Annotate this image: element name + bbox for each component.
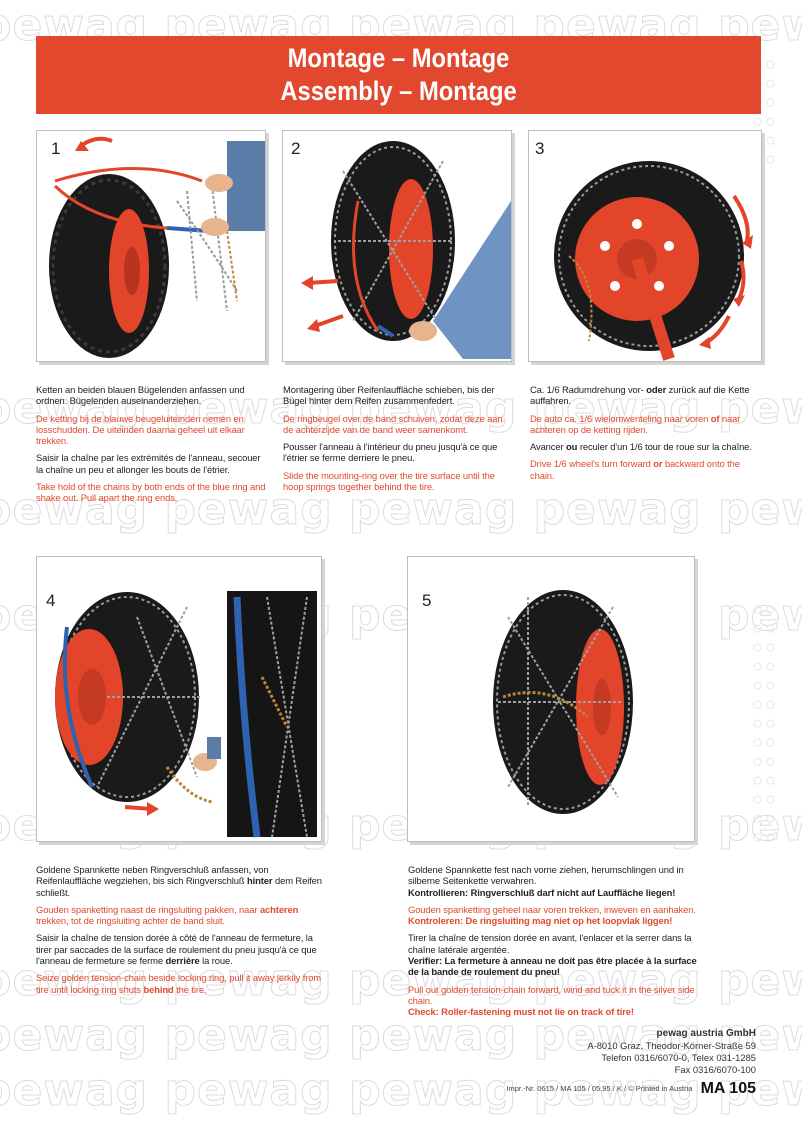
step-4-illustration — [55, 591, 317, 838]
step-3-number: 3 — [535, 139, 545, 158]
step-2-photo: 2 — [282, 130, 512, 362]
watermark-row: pewag pewag pewag pewag pewag — [0, 383, 802, 435]
step-2-text-de: Montagering über Reifenlauffläche schieb… — [283, 384, 495, 407]
step-3-text-nl: De auto ca. 1/6 wielomwenteling naar vor… — [530, 412, 741, 435]
company-street: A-8010 Graz, Theodor-Körner-Straße 59 — [587, 1040, 756, 1051]
step-5-text-fr: Tirer la chaîne de tension dorée en avan… — [408, 932, 697, 978]
step-2-illustration — [301, 141, 511, 359]
company-address: pewag austria GmbH A-8010 Graz, Theodor-… — [587, 1028, 756, 1076]
step-1-text-fr: Saisir la chaîne par les extrémités de l… — [36, 452, 261, 475]
step-4-caption: Goldene Spannkette neben Ringverschluß a… — [36, 864, 328, 1001]
title-banner: Montage – Montage Assembly – Montage — [36, 36, 761, 114]
step-1-number: 1 — [51, 139, 61, 158]
step-5-number: 5 — [422, 591, 432, 610]
step-1-text-nl: De ketting bij de blauwe beugeluiteinden… — [36, 412, 245, 447]
step-5-text-en: Pull out golden tension-chain forward, w… — [408, 983, 695, 1018]
footer: Impr.-Nr. 0615 / MA 105 / 05.95 / K / © … — [506, 1080, 756, 1098]
step-4-text-de: Goldene Spannkette neben Ringverschluß a… — [36, 864, 322, 898]
step-5-illustration — [493, 590, 633, 814]
step-4-text-fr: Saisir la chaîne de tension dorée à côté… — [36, 932, 317, 967]
step-4-text-en: Seize golden tension-chain beside lockin… — [36, 972, 322, 995]
step-5-photo: 5 — [407, 556, 695, 842]
company-fax: Fax 0316/6070-100 — [674, 1064, 756, 1075]
step-1-text-en: Take hold of the chains by both ends of … — [36, 481, 266, 504]
imprint-note: Impr.-Nr. 0615 / MA 105 / 05.95 / K / © … — [506, 1084, 693, 1093]
step-5-caption: Goldene Spannkette fest nach vorne ziehe… — [408, 864, 704, 1024]
watermark-dots: ○○○○○○○○○○○○○○○○○○○○○○○○○○ — [752, 599, 778, 847]
step-3-text-de: Ca. 1/6 Radumdrehung vor- oder zurück au… — [530, 384, 750, 407]
step-2-text-nl: De ringbeugel over de band schuiven, zod… — [283, 412, 503, 435]
company-phone: Telefon 0316/6070-0, Telex 031-1285 — [601, 1052, 756, 1063]
step-2-text-fr: Pousser l'anneau à l'intérieur du pneu j… — [283, 441, 498, 464]
step-1-text-de: Ketten an beiden blauen Bügelenden anfas… — [36, 384, 245, 407]
step-3-caption: Ca. 1/6 Radumdrehung vor- oder zurück au… — [530, 384, 762, 487]
title-line-2: Assembly – Montage — [280, 76, 517, 106]
step-5-text-nl: Gouden spanketting geheel naar voren tre… — [408, 903, 696, 927]
step-3-text-en: Drive 1/6 wheel's turn forward or backwa… — [530, 458, 740, 481]
step-4-text-nl: Gouden spanketting naast de ringsluiting… — [36, 903, 299, 927]
step-2-number: 2 — [291, 139, 301, 158]
watermark-row: pewag pewag pewag pewag pewag — [0, 484, 802, 536]
step-4-photo: 4 — [36, 556, 322, 842]
step-4-number: 4 — [46, 591, 56, 610]
company-name: pewag austria GmbH — [656, 1028, 756, 1039]
step-3-text-fr: Avancer ou reculer d'un 1/6 tour de roue… — [530, 441, 752, 453]
watermark-row: pewag pewag pewag pewag pewag — [0, 955, 802, 1007]
step-2-text-en: Slide the mounting-ring over the tire su… — [283, 469, 495, 493]
watermark-row: pewag pewag pewag pewag pewag — [0, 1010, 802, 1062]
step-3-photo: 3 — [528, 130, 762, 362]
step-1-illustration — [49, 136, 265, 358]
title-line-1: Montage – Montage — [287, 43, 510, 73]
step-5-text-de: Goldene Spannkette fest nach vorne ziehe… — [408, 864, 684, 898]
step-1-caption: Ketten an beiden blauen Bügelenden anfas… — [36, 384, 266, 510]
step-1-photo: 1 — [36, 130, 266, 362]
step-2-caption: Montagering über Reifenlauffläche schieb… — [283, 384, 511, 498]
document-code: MA 105 — [700, 1080, 756, 1097]
watermark-row: pewag pewag pewag pewag pewag — [0, 1065, 802, 1117]
step-3-illustration — [554, 161, 753, 361]
